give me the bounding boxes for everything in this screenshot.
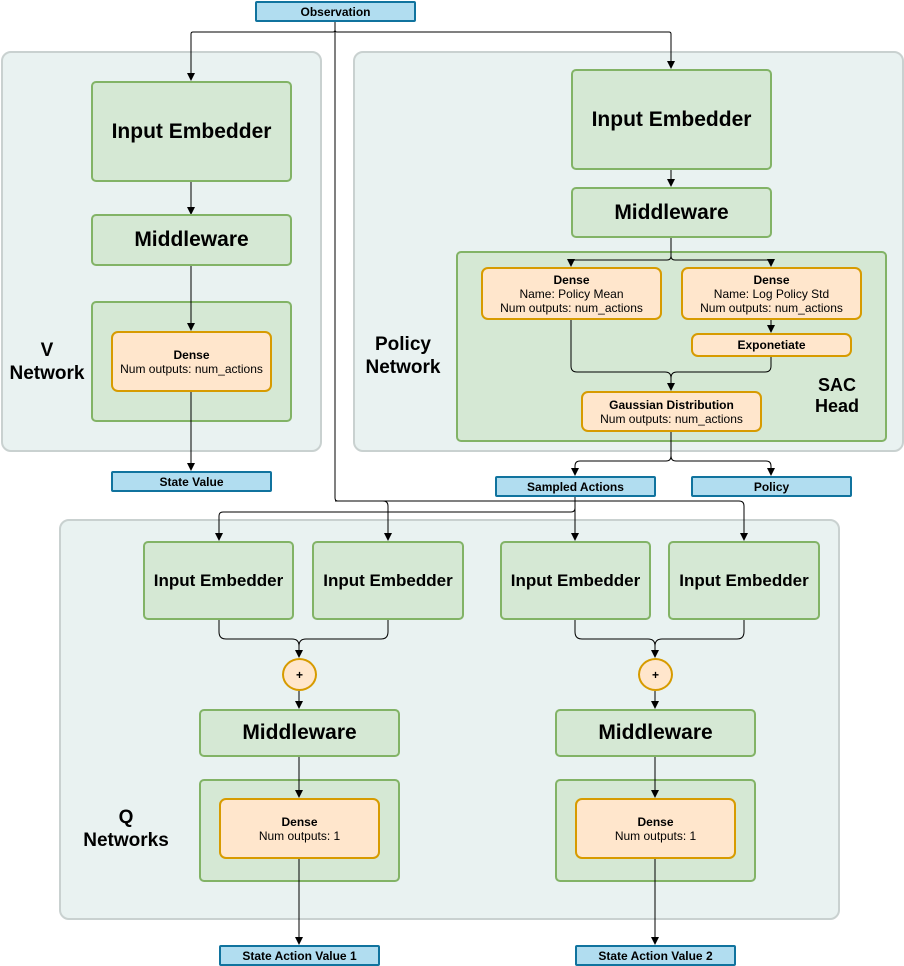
sampled-actions-node: Sampled Actions	[495, 476, 656, 497]
wire-p-mean-gauss	[570, 320, 675, 391]
q-networks-label-line1: Q	[118, 807, 134, 828]
v-network-label: V Network	[2, 339, 92, 385]
policy-middleware: Middleware	[571, 187, 772, 238]
q2-plus-node: +	[638, 658, 673, 691]
wire-sa-to-q1a	[215, 497, 576, 541]
wire-obs-to-q1b	[335, 500, 392, 541]
observation-node: Observation	[255, 1, 416, 22]
wire-obs-to-q	[334, 22, 576, 502]
wire-obs-to-v	[187, 22, 336, 81]
sac-head-label-line2: Head	[814, 396, 859, 416]
q1-middleware: Middleware	[199, 709, 400, 757]
gaussian-outputs: Num outputs: num_actions	[600, 411, 743, 426]
v-dense-title: Dense	[173, 347, 210, 362]
q1-dense-outputs: Num outputs: 1	[258, 828, 341, 843]
q-networks-label-line2: Networks	[83, 830, 169, 851]
sac-head-label-line1: SAC	[817, 375, 856, 395]
dense-policy-mean-node: Dense Name: Policy Mean Num outputs: num…	[481, 267, 662, 320]
policy-network-label: Policy Network	[356, 333, 450, 379]
dense-std-outputs: Num outputs: num_actions	[700, 300, 843, 315]
v-dense-node: Dense Num outputs: num_actions	[111, 331, 272, 392]
wire-q2b-plus	[654, 620, 745, 647]
state-value-node: State Value	[111, 471, 272, 492]
state-action-value-2-node: State Action Value 2	[575, 945, 736, 966]
wire-q2a-plus	[574, 620, 659, 658]
q1-input-embedder-a: Input Embedder	[143, 541, 294, 620]
dense-mean-name: Name: Policy Mean	[519, 286, 624, 301]
wire-p-exp-gauss	[670, 357, 772, 379]
v-network-label-line2: Network	[9, 363, 85, 384]
exponentiate-label: Exponetiate	[737, 338, 806, 352]
dense-mean-outputs: Num outputs: num_actions	[500, 300, 643, 315]
dense-log-policy-std-node: Dense Name: Log Policy Std Num outputs: …	[681, 267, 862, 320]
dense-std-name: Name: Log Policy Std	[713, 286, 830, 301]
wire-p-gauss-sampled	[571, 432, 672, 476]
wire-obs-to-policy	[334, 22, 675, 69]
q2-dense-outputs: Num outputs: 1	[614, 828, 697, 843]
wire-p-gauss-policy	[670, 432, 775, 476]
wire-q1b-plus	[298, 620, 389, 647]
q1-dense-node: Dense Num outputs: 1	[219, 798, 380, 859]
q-networks-label: Q Networks	[74, 806, 178, 852]
q1-input-embedder-b: Input Embedder	[312, 541, 464, 620]
wire-sa-to-q2b	[576, 500, 748, 541]
policy-network-label-line2: Network	[365, 357, 441, 378]
v-network-label-line1: V	[40, 340, 54, 361]
policy-input-embedder: Input Embedder	[571, 69, 772, 170]
gaussian-title: Gaussian Distribution	[609, 397, 734, 412]
gaussian-distribution-node: Gaussian Distribution Num outputs: num_a…	[581, 391, 762, 432]
v-dense-outputs: Num outputs: num_actions	[120, 361, 263, 376]
q2-dense-node: Dense Num outputs: 1	[575, 798, 736, 859]
q2-input-embedder-a: Input Embedder	[500, 541, 651, 620]
sac-head-label: SAC Head	[798, 375, 876, 417]
policy-network-label-line1: Policy	[375, 334, 431, 355]
q2-input-embedder-b: Input Embedder	[668, 541, 820, 620]
dense-mean-title: Dense	[553, 272, 590, 287]
state-action-value-1-node: State Action Value 1	[219, 945, 380, 966]
q2-dense-title: Dense	[637, 814, 674, 829]
v-input-embedder: Input Embedder	[91, 81, 292, 182]
q1-dense-title: Dense	[281, 814, 318, 829]
q1-plus-node: +	[282, 658, 317, 691]
dense-std-title: Dense	[753, 272, 790, 287]
policy-output-node: Policy	[691, 476, 852, 497]
exponentiate-node: Exponetiate	[691, 333, 852, 357]
q2-middleware: Middleware	[555, 709, 756, 757]
wire-p-mid-std	[670, 238, 775, 267]
wire-p-mid-mean	[567, 238, 672, 267]
wire-q1a-plus	[218, 620, 303, 658]
v-middleware: Middleware	[91, 214, 292, 266]
